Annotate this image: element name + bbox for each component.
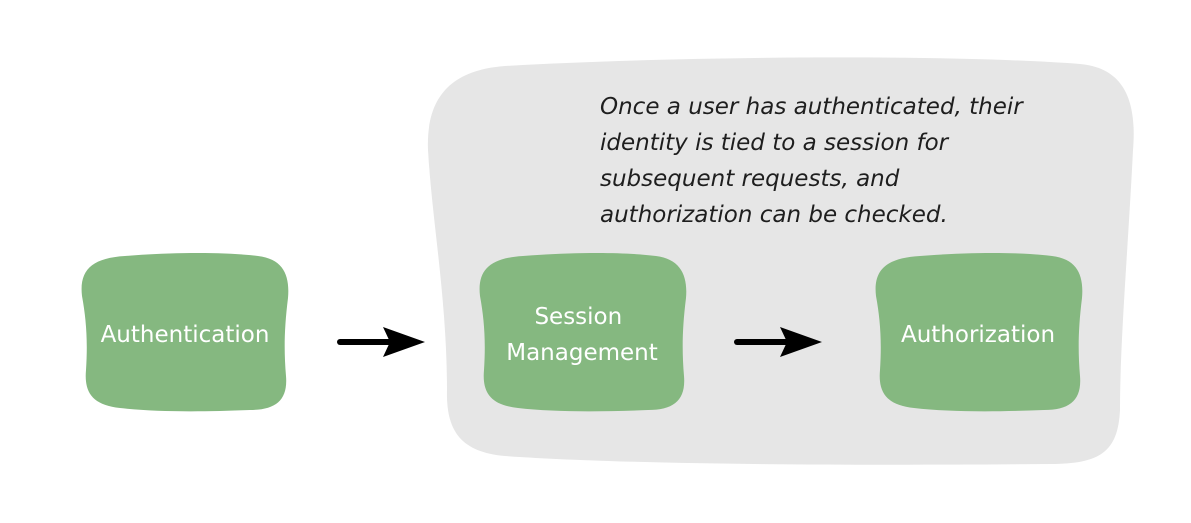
authentication-node: Authentication <box>81 253 289 412</box>
authentication-box <box>81 253 289 412</box>
session-management-node: Session Management <box>479 253 687 412</box>
group-description-line-4: authorization can be checked. <box>600 202 948 228</box>
group-description: Once a user has authenticated, their ide… <box>600 94 1030 228</box>
authentication-label: Authentication <box>101 322 270 348</box>
session-management-label: Session Management <box>506 304 658 366</box>
group-description-line-3: subsequent requests, and <box>600 166 900 192</box>
group-description-line-1: Once a user has authenticated, their <box>600 94 1024 120</box>
arrow-2-head <box>780 327 822 357</box>
arrow-1-head <box>383 327 425 357</box>
arrow-session-to-authorization <box>734 327 822 357</box>
authorization-node: Authorization <box>875 253 1083 412</box>
session-management-label-line-1: Session <box>534 304 622 330</box>
authorization-label: Authorization <box>901 322 1055 348</box>
group-description-line-2: identity is tied to a session for <box>600 130 950 156</box>
authorization-box <box>875 253 1083 412</box>
session-management-box <box>479 253 687 412</box>
session-management-label-line-2: Management <box>506 340 658 366</box>
arrow-authentication-to-session <box>337 327 425 357</box>
